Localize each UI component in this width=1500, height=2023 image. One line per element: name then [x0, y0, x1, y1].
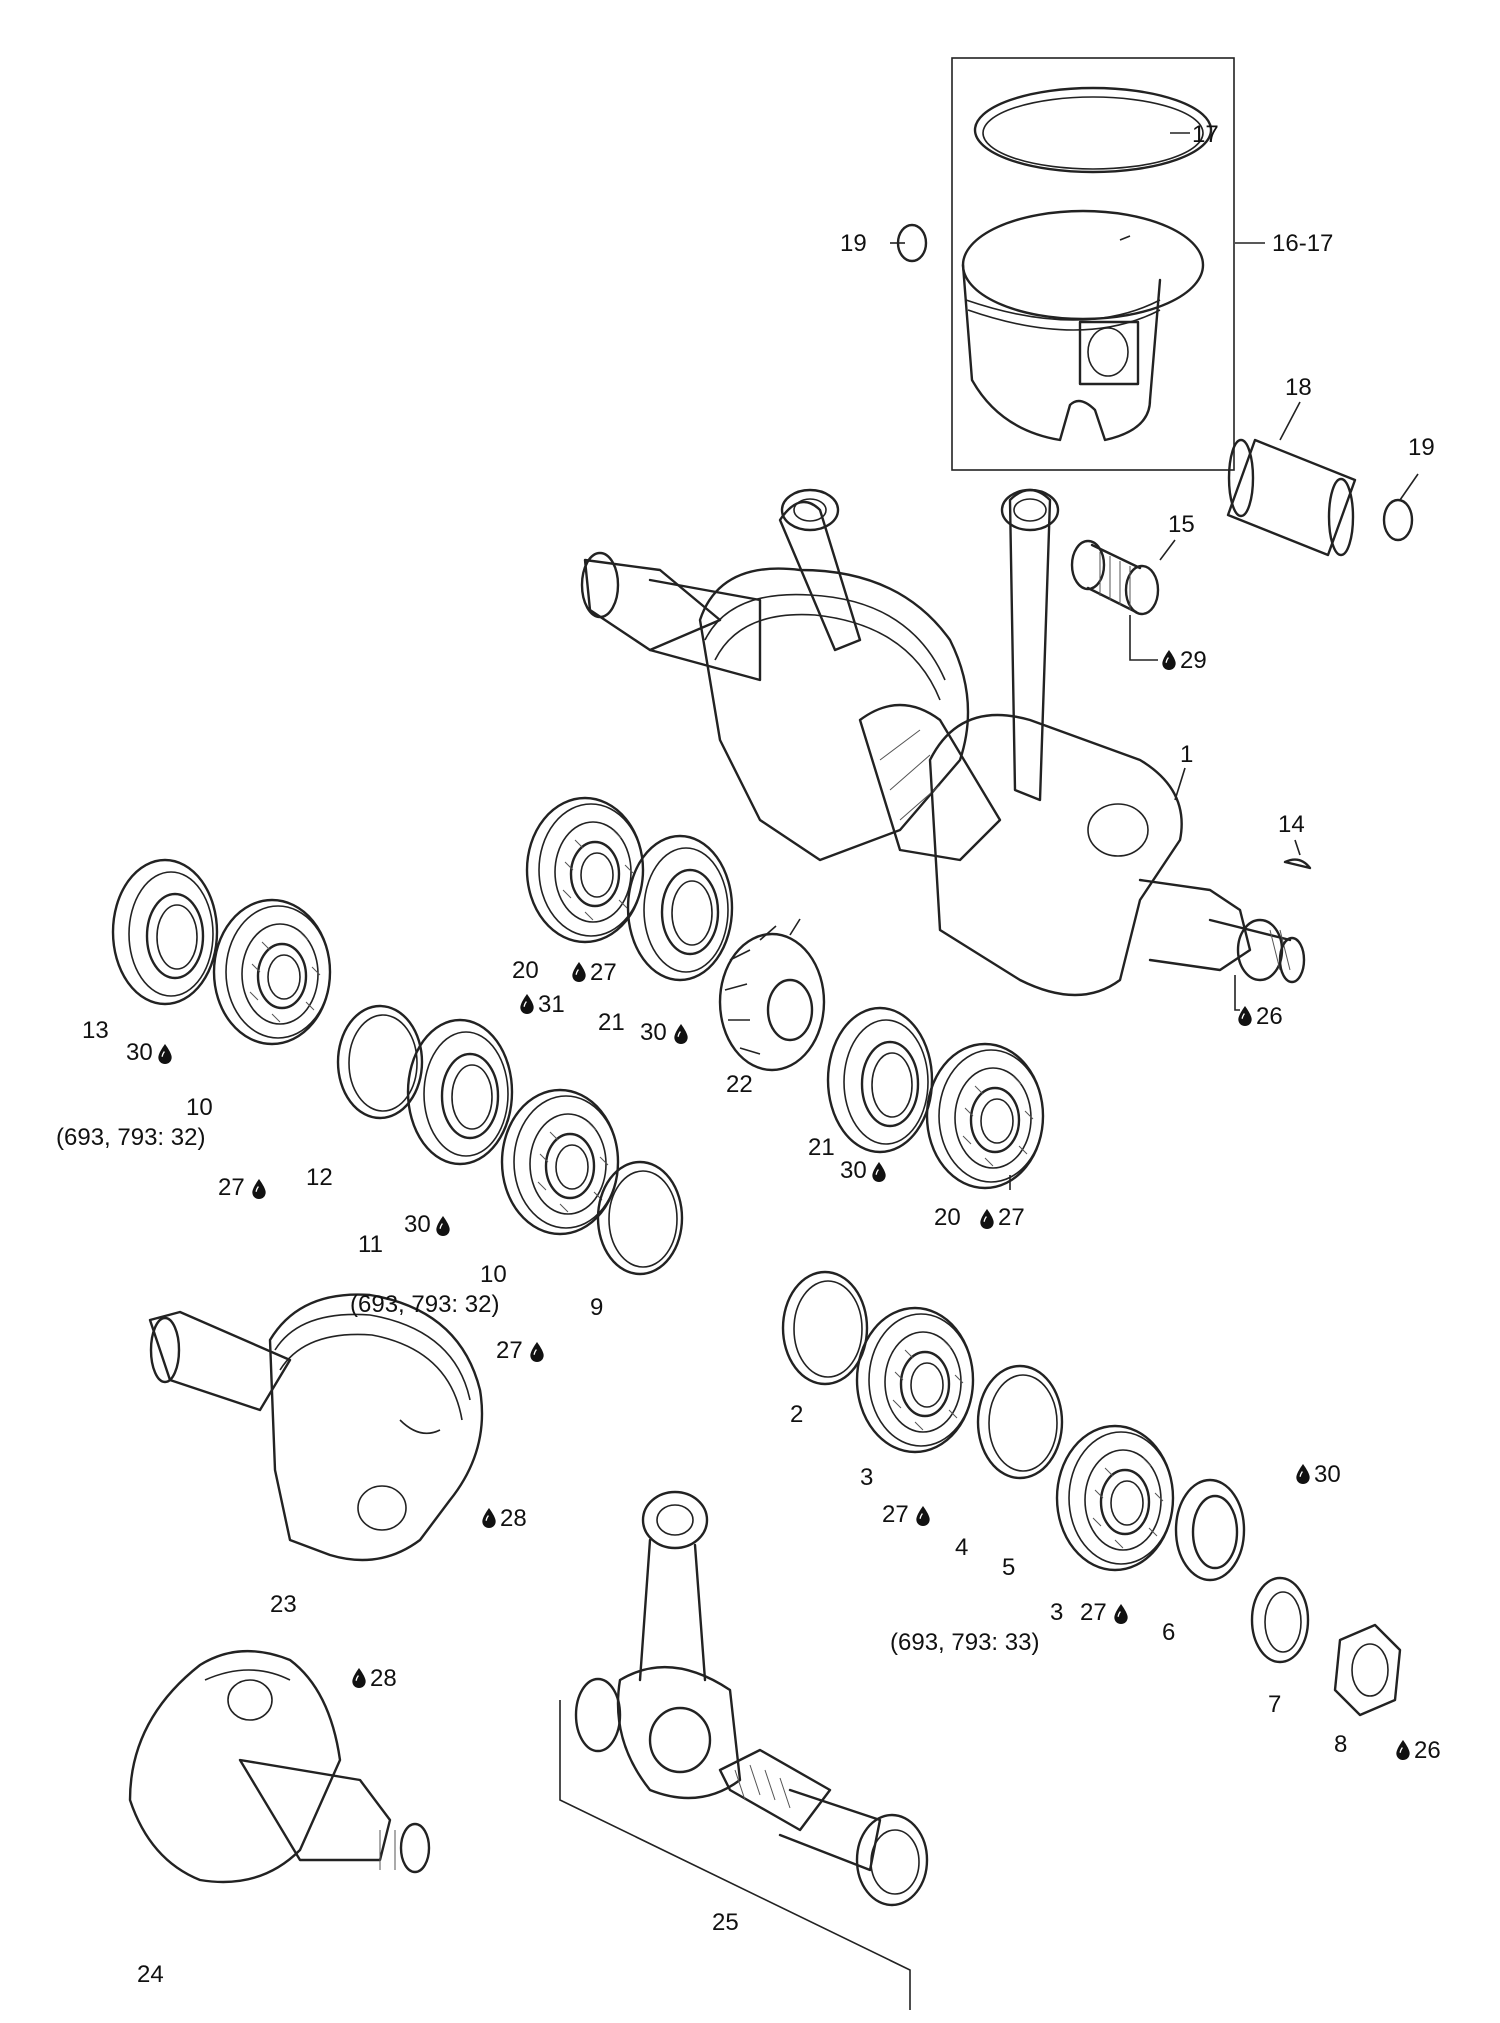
oil-drop-icon: [916, 1506, 930, 1526]
oil-drop-icon: [1238, 1006, 1252, 1026]
crankshaft-assembly: [580, 488, 1306, 997]
label-693-mid: (693, 793: 32): [350, 1291, 499, 1318]
ball-bearing-3-bottom: [1055, 1424, 1175, 1572]
label-2: 2: [790, 1401, 803, 1428]
label-17: 17: [1192, 121, 1219, 148]
label-16-17: 16-17: [1272, 230, 1333, 257]
label-25: 25: [712, 1909, 739, 1936]
label-11: 11: [358, 1231, 383, 1258]
label-28-bottom: 28: [370, 1665, 397, 1692]
label-28-top: 28: [500, 1505, 527, 1532]
nut-8: [1333, 1623, 1402, 1717]
crankshaft-half-24: [128, 1650, 431, 1884]
seal-21-top: [626, 834, 734, 982]
oil-drop-icon: [482, 1508, 496, 1528]
label-30-far-right: 30: [1314, 1461, 1341, 1488]
oil-drop-icon: [1114, 1604, 1128, 1624]
label-31: 31: [538, 991, 565, 1018]
circlip-right: [1382, 498, 1414, 542]
label-26-bottom: 26: [1414, 1737, 1441, 1764]
seal-21-bottom: [826, 1006, 934, 1154]
label-10-left: 10: [186, 1094, 213, 1121]
label-30-left: 30: [126, 1039, 153, 1066]
part-number-labels: 17 19 16-17 18 19 15 29 1 14 26 20 27 21…: [56, 121, 1441, 1988]
label-10-right: 10: [480, 1261, 507, 1288]
label-23: 23: [270, 1591, 297, 1618]
label-21-bottom: 21: [808, 1134, 835, 1161]
label-26-top: 26: [1256, 1003, 1283, 1030]
label-27-left: 27: [218, 1174, 245, 1201]
label-27-bottom: 27: [1080, 1599, 1107, 1626]
oil-drop-icon: [980, 1209, 994, 1229]
label-19-left: 19: [840, 230, 867, 257]
oil-drop-icon: [252, 1179, 266, 1199]
woodruff-key: [1283, 858, 1312, 870]
oil-seal-13: [111, 858, 219, 1006]
label-13: 13: [82, 1017, 109, 1044]
ring-9: [596, 1160, 684, 1276]
label-24: 24: [137, 1961, 164, 1988]
label-27-right: 27: [998, 1204, 1025, 1231]
label-14: 14: [1278, 811, 1305, 838]
oil-drop-icon: [872, 1162, 886, 1182]
needle-bearing: [1070, 539, 1160, 616]
oil-drop-icon: [530, 1342, 544, 1362]
label-30-right: 30: [840, 1157, 867, 1184]
oil-drop-icon: [1396, 1740, 1410, 1760]
label-21-top: 21: [598, 1009, 625, 1036]
label-18: 18: [1285, 374, 1312, 401]
leader-lines: [890, 132, 1419, 1190]
label-30-mid: 30: [404, 1211, 431, 1238]
piston-assembly: [951, 57, 1235, 471]
oil-drop-icon: [674, 1024, 688, 1044]
label-693-left: (693, 793: 32): [56, 1124, 205, 1151]
oil-drop-icon: [158, 1044, 172, 1064]
oil-drop-icon: [572, 962, 586, 982]
oil-drop-icon: [352, 1668, 366, 1688]
ball-bearing-10-right: [500, 1088, 620, 1236]
oil-seal-6: [1174, 1478, 1246, 1582]
lock-washer-7: [1250, 1576, 1310, 1664]
label-4: 4: [955, 1534, 968, 1561]
label-27-top: 27: [590, 959, 617, 986]
label-9: 9: [590, 1294, 603, 1321]
ring-2: [781, 1270, 869, 1386]
label-15: 15: [1168, 511, 1195, 538]
label-12: 12: [306, 1164, 333, 1191]
label-7: 7: [1268, 1691, 1281, 1718]
oil-drop-icon: [436, 1216, 450, 1236]
label-20-top: 20: [512, 957, 539, 984]
piston-pin: [1226, 438, 1357, 557]
label-3-top: 3: [860, 1464, 873, 1491]
oil-drop-icon: [1296, 1464, 1310, 1484]
label-6: 6: [1162, 1619, 1175, 1646]
oil-drop-icon: [1162, 650, 1176, 670]
label-22: 22: [726, 1071, 753, 1098]
label-20-bottom: 20: [934, 1204, 961, 1231]
label-3-bottom: 3: [1050, 1599, 1063, 1626]
seal-11: [406, 1018, 514, 1166]
connecting-rod-kit-25: [559, 1490, 929, 2010]
label-5: 5: [1002, 1554, 1015, 1581]
label-1: 1: [1180, 741, 1193, 768]
label-693-right: (693, 793: 33): [890, 1629, 1039, 1656]
distance-ring-4: [976, 1364, 1064, 1480]
oil-drop-icon: [520, 994, 534, 1014]
ball-bearing-3-top: [855, 1306, 975, 1454]
ball-bearing-10-left: [212, 898, 332, 1046]
label-19-right: 19: [1408, 434, 1435, 461]
label-27-mid: 27: [496, 1337, 523, 1364]
drive-gear-22: [718, 918, 826, 1072]
crankshaft-half-23: [148, 1293, 484, 1562]
label-27-lower: 27: [882, 1501, 909, 1528]
ball-bearing-20-top: [525, 796, 645, 944]
ball-bearing-20-bottom: [925, 1042, 1045, 1190]
label-8: 8: [1334, 1731, 1347, 1758]
label-29: 29: [1180, 647, 1207, 674]
label-30-top: 30: [640, 1019, 667, 1046]
